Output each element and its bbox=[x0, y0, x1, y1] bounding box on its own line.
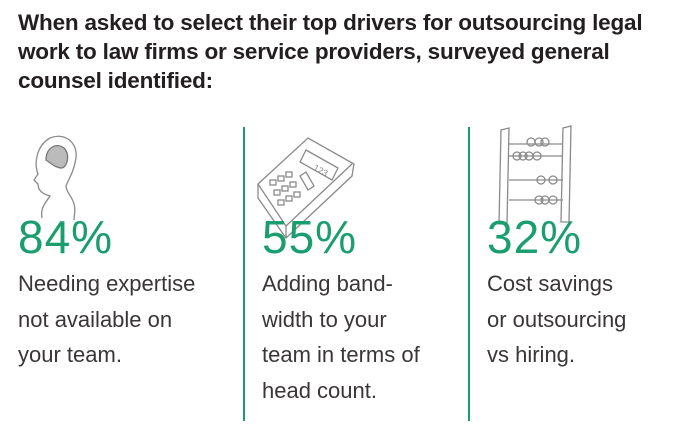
desc-line: head count. bbox=[262, 377, 377, 403]
desc-line: vs hiring. bbox=[487, 342, 576, 367]
stat-value: 84% bbox=[18, 211, 114, 263]
column-divider bbox=[468, 127, 470, 421]
desc-line: not available on bbox=[18, 306, 173, 332]
stat-cost-savings: 32% Cost savings or outsourcing vs hirin… bbox=[487, 120, 700, 420]
stat-value: 55% bbox=[262, 211, 358, 263]
stat-expertise: 84% Needing expertise not available on y… bbox=[18, 120, 238, 420]
stat-value: 32% bbox=[487, 211, 583, 263]
stat-bandwidth: 123 55% Adding band- width to your team … bbox=[257, 120, 482, 420]
stat-description: Needing expertise not available on your … bbox=[18, 266, 195, 373]
column-divider bbox=[243, 127, 245, 421]
stat-description: Adding band- width to your team in terms… bbox=[262, 266, 420, 408]
desc-line: Cost savings bbox=[487, 271, 613, 296]
desc-line: team in terms of bbox=[262, 342, 420, 367]
desc-line: or outsourcing bbox=[487, 306, 627, 332]
desc-line: Adding band- bbox=[262, 271, 393, 296]
abacus-icon bbox=[498, 125, 572, 225]
desc-line: width to your bbox=[262, 306, 387, 332]
calculator-icon: 123 bbox=[257, 137, 355, 239]
headline: When asked to select their top drivers f… bbox=[18, 10, 643, 93]
desc-line: your team. bbox=[18, 342, 122, 367]
stat-description: Cost savings or outsourcing vs hiring. bbox=[487, 266, 626, 373]
head-brain-icon bbox=[33, 135, 77, 221]
calculator-display: 123 bbox=[312, 163, 330, 179]
desc-line: Needing expertise bbox=[18, 271, 196, 296]
